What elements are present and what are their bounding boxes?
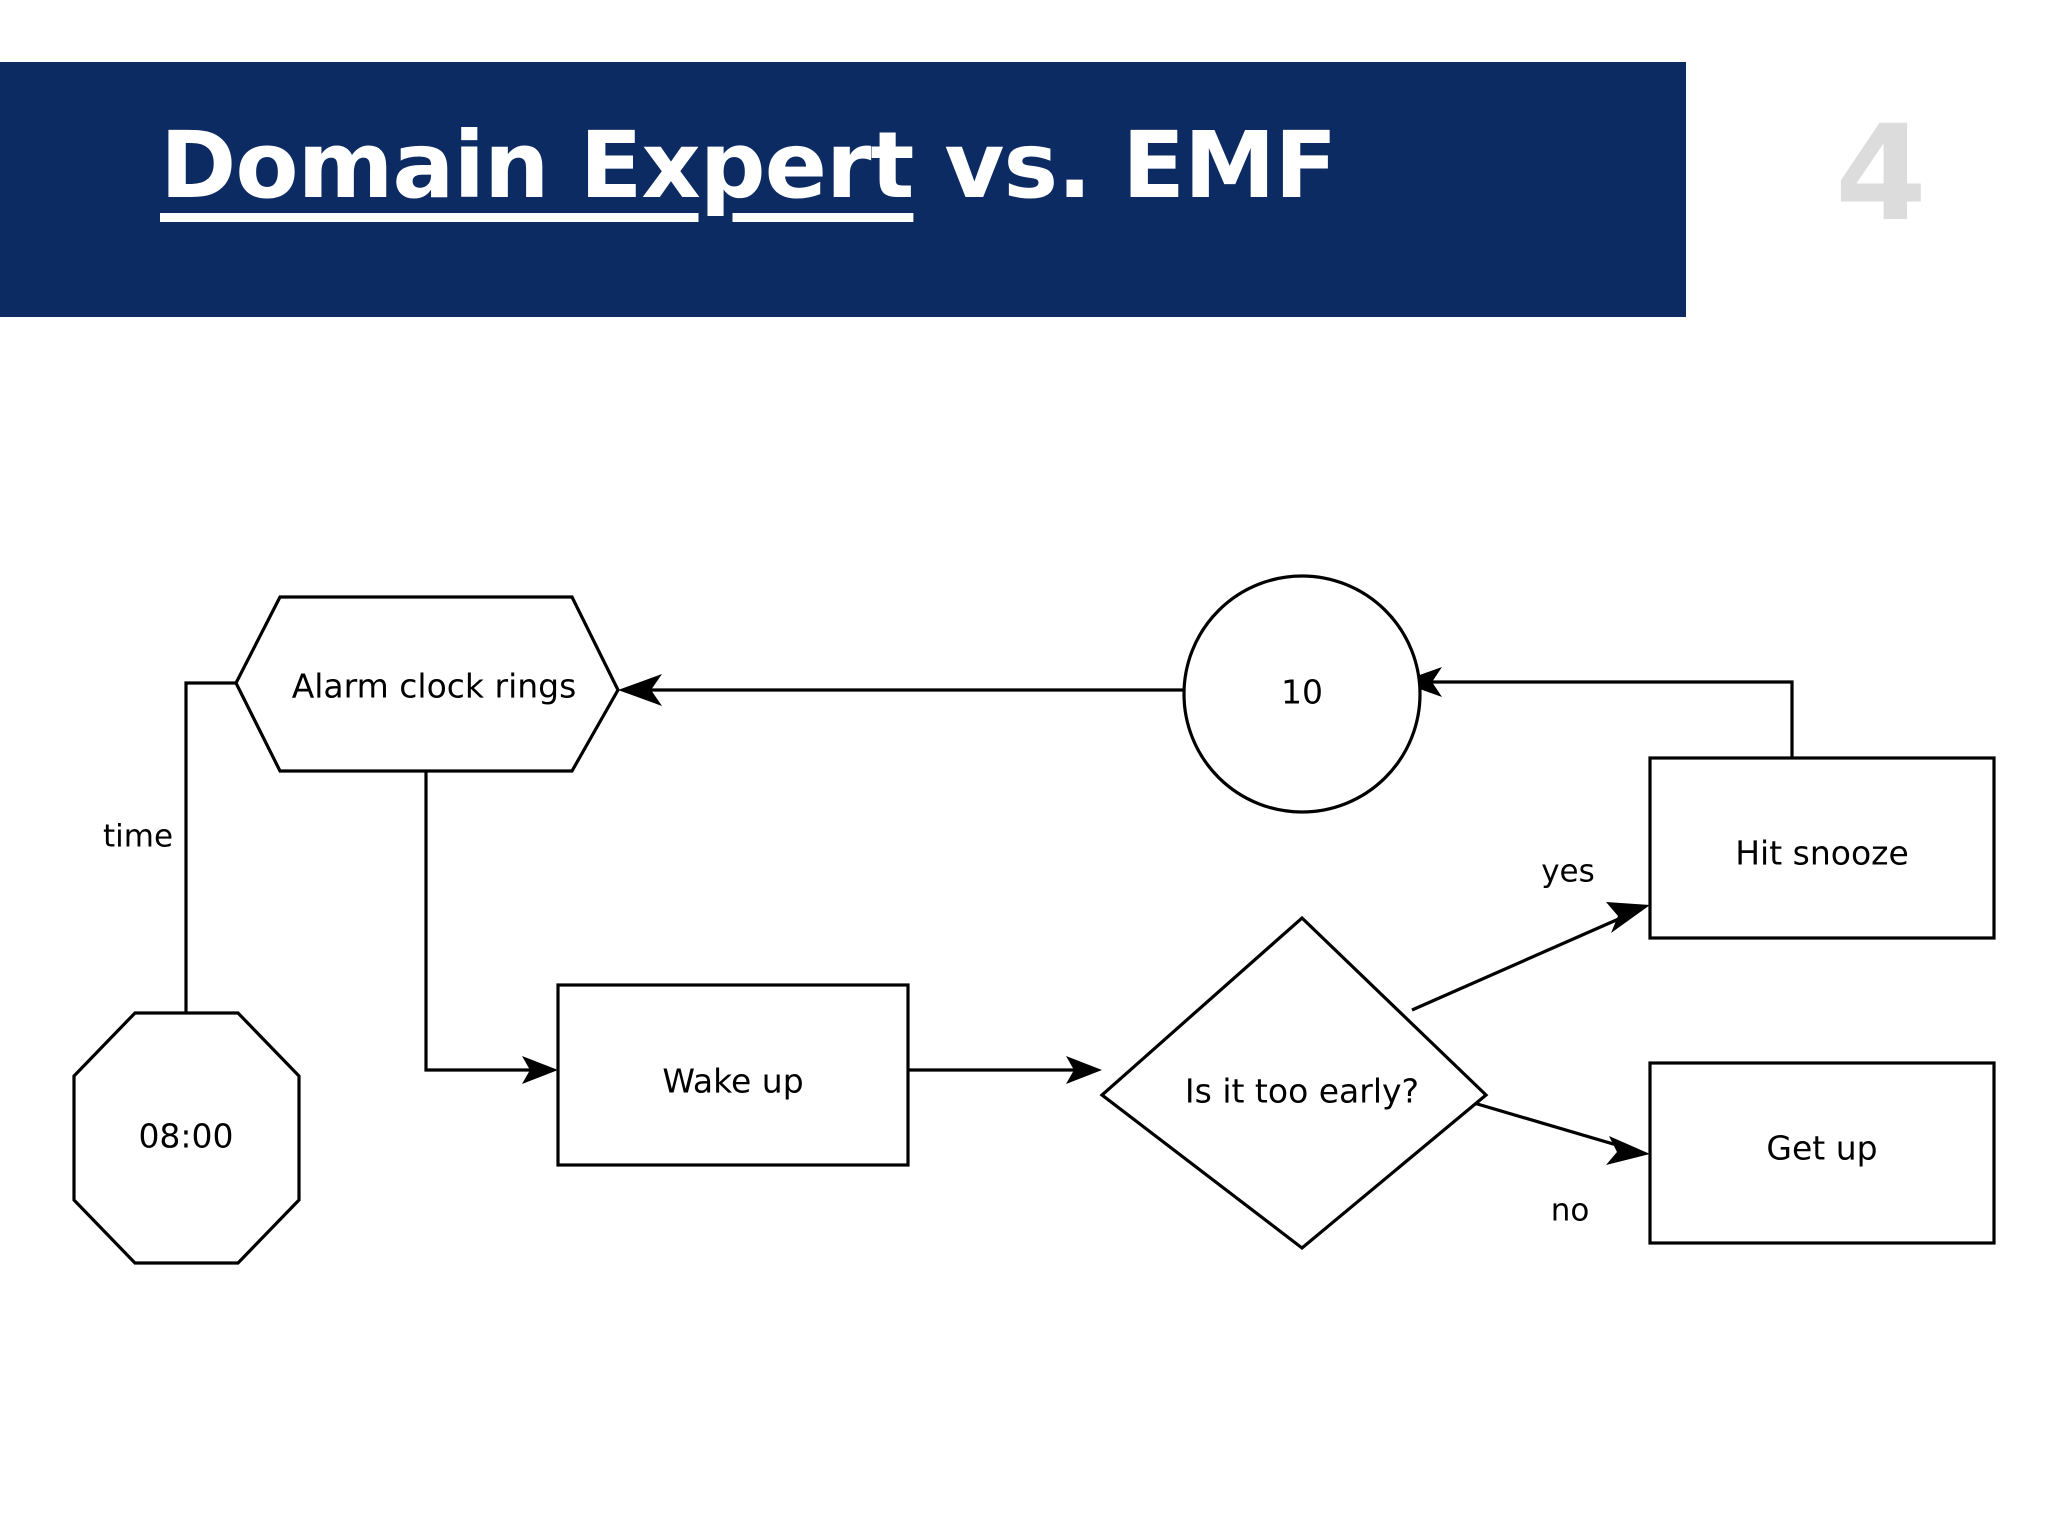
edge-snooze-counter-path	[1420, 680, 1794, 758]
node-early-label: Is it too early?	[1185, 1072, 1419, 1111]
octagon-shape	[72, 1011, 301, 1265]
node-counter-label: 10	[1281, 673, 1323, 712]
page-title: Domain Expert vs. EMF	[160, 120, 1337, 212]
circle-shape	[1182, 574, 1422, 814]
node-time-label: 08:00	[138, 1117, 233, 1156]
edge-wake-to-early	[908, 1056, 1102, 1084]
node-hit-snooze[interactable]: Hit snooze	[1648, 756, 1996, 940]
arrowhead-early-snooze	[1606, 902, 1650, 933]
arrowhead-wake-early	[1066, 1056, 1102, 1084]
wake-up-rect	[556, 983, 910, 1167]
get-up-rect	[1648, 1061, 1996, 1245]
arrowhead-alarm-wake	[522, 1056, 558, 1084]
node-alarm-clock-rings[interactable]: Alarm clock rings	[234, 595, 620, 773]
edge-early-getup-path	[1473, 1101, 1621, 1148]
edge-alarm-wake-path	[424, 771, 540, 1072]
node-snooze-label: Hit snooze	[1735, 834, 1909, 873]
hit-snooze-rect	[1648, 756, 1996, 940]
title-banner	[0, 62, 1686, 317]
node-alarm-label: Alarm clock rings	[292, 667, 577, 706]
edge-label-time: time	[103, 819, 173, 855]
node-time-08-00[interactable]: 08:00	[72, 1011, 301, 1265]
page-title-emphasis: Domain Expert	[160, 112, 914, 219]
edge-label-yes: yes	[1541, 854, 1595, 890]
arrowhead-counter-alarm	[618, 674, 662, 706]
edge-early-to-snooze	[1411, 902, 1650, 1012]
node-wake-label: Wake up	[662, 1062, 803, 1101]
edge-time-to-alarm	[184, 681, 236, 1013]
edge-counter-to-alarm	[618, 674, 1184, 706]
arrowhead-early-getup	[1606, 1136, 1650, 1165]
edge-early-to-getup	[1473, 1101, 1650, 1165]
node-get-up[interactable]: Get up	[1648, 1061, 1996, 1245]
node-counter-10[interactable]: 10	[1182, 574, 1422, 814]
page-title-rest: vs. EMF	[913, 112, 1337, 219]
node-getup-label: Get up	[1766, 1129, 1877, 1168]
edge-label-no: no	[1551, 1193, 1590, 1229]
node-wake-up[interactable]: Wake up	[556, 983, 910, 1167]
arrowhead-snooze-counter	[1400, 667, 1442, 697]
hexagon-shape	[234, 595, 620, 773]
edge-snooze-to-counter	[1400, 667, 1794, 758]
edge-time-path	[184, 681, 236, 1013]
diamond-shape	[1099, 915, 1489, 1251]
slide-number: 4	[1835, 97, 1927, 251]
edge-alarm-to-wake	[424, 771, 558, 1084]
node-is-it-too-early[interactable]: Is it too early?	[1099, 915, 1489, 1251]
edge-early-snooze-path	[1411, 912, 1631, 1012]
